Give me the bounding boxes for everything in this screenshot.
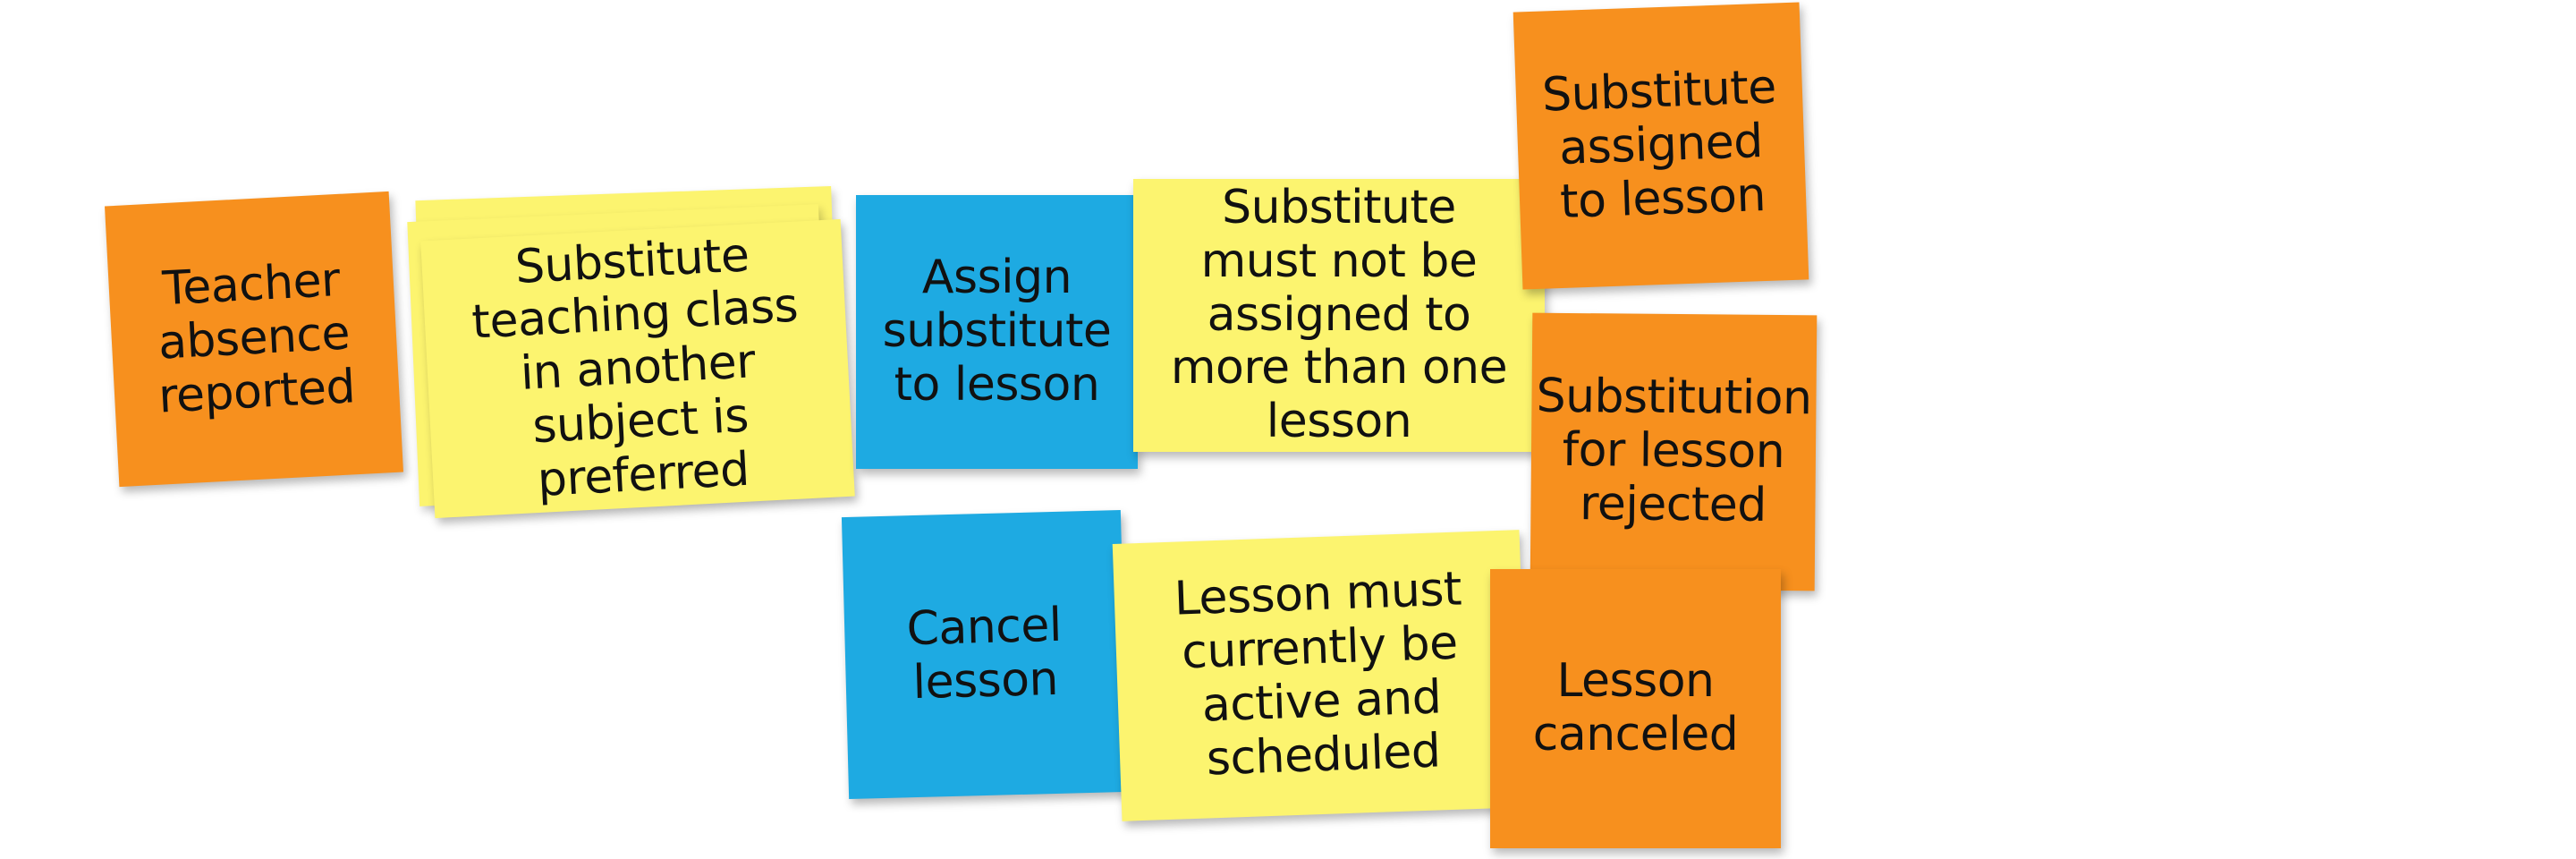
command-note-cancel-lesson[interactable]: Cancel lesson: [841, 509, 1129, 800]
policy-note-not-more-than-one-lesson[interactable]: Substitute must not be assigned to more …: [1133, 179, 1545, 452]
note-text: Teacher absence reported: [157, 253, 357, 424]
event-note-teacher-absence-reported[interactable]: Teacher absence reported: [105, 191, 403, 488]
command-note-assign-substitute[interactable]: Assign substitute to lesson: [856, 195, 1138, 469]
note-text: Cancel lesson: [905, 598, 1063, 710]
event-note-substitute-assigned[interactable]: Substitute assigned to lesson: [1513, 2, 1809, 290]
note-text: Substitute must not be assigned to more …: [1170, 181, 1508, 449]
note-text: Substitute assigned to lesson: [1541, 60, 1777, 229]
policy-note-lesson-must-be-active[interactable]: Lesson must currently be active and sche…: [1112, 530, 1530, 821]
note-text: Substitution for lesson rejected: [1536, 369, 1812, 532]
note-text: Lesson must currently be active and sche…: [1173, 562, 1462, 787]
note-text: Assign substitute to lesson: [882, 251, 1112, 412]
policy-note-substitute-preferred[interactable]: Substitute teaching class in another sub…: [420, 218, 855, 519]
event-note-lesson-canceled[interactable]: Lesson canceled: [1490, 569, 1781, 848]
note-text: Substitute teaching class in another sub…: [470, 227, 800, 507]
event-note-substitution-rejected[interactable]: Substitution for lesson rejected: [1530, 312, 1818, 591]
note-text: Lesson canceled: [1532, 654, 1739, 761]
